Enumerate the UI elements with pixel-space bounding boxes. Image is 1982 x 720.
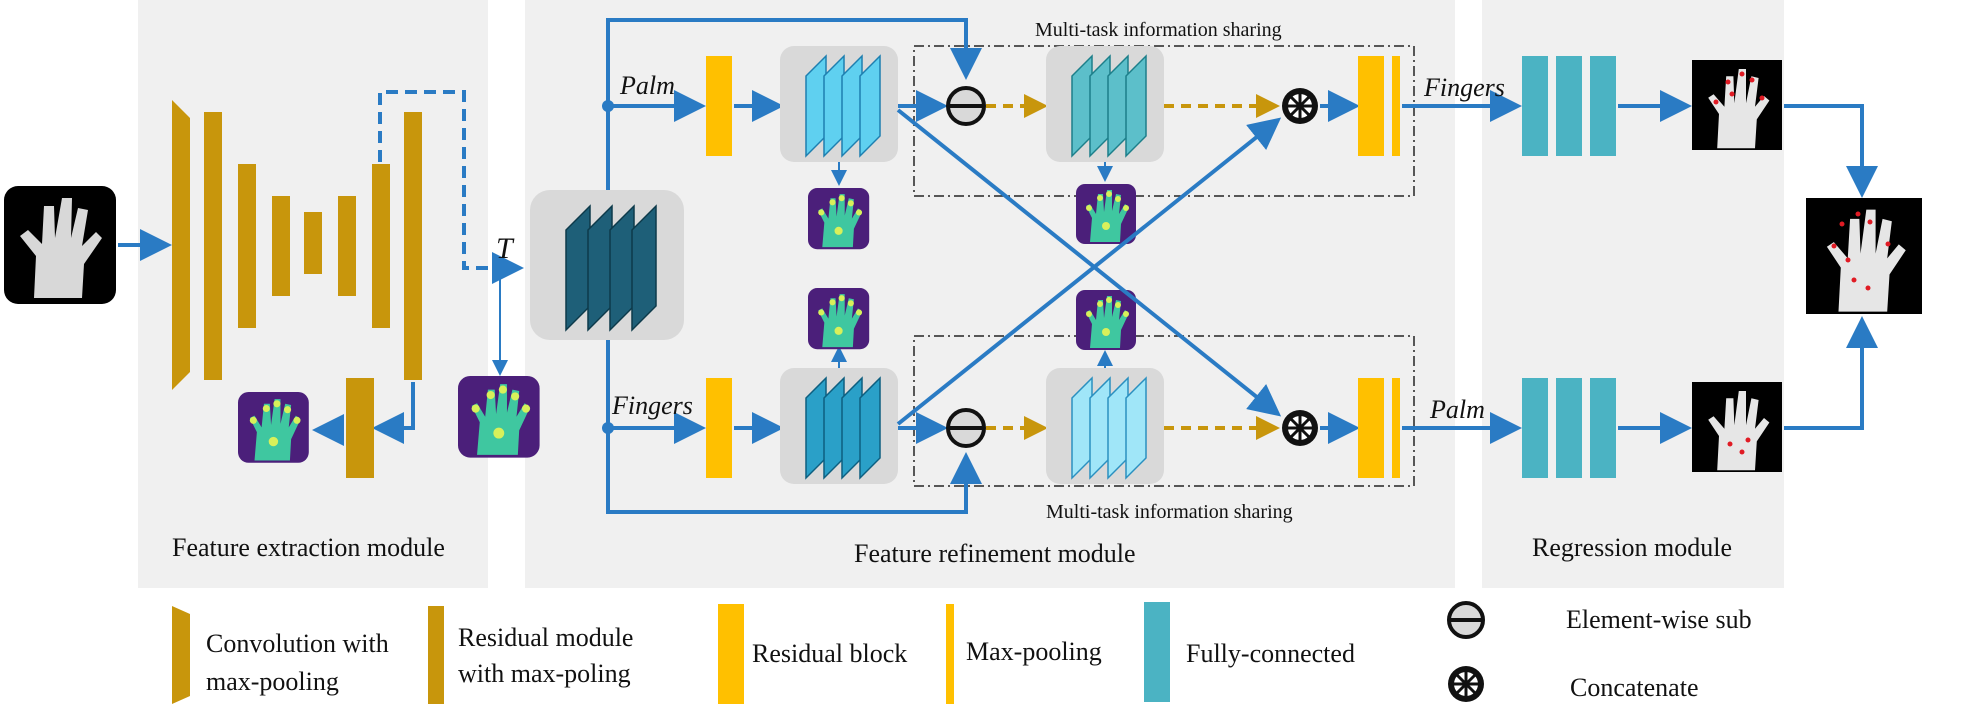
legend-sub-icon (1447, 601, 1485, 639)
fingers-feature-maps (805, 376, 881, 480)
cross-arrow-up (896, 117, 1282, 426)
legend: Convolution with max-pooling Residual mo… (172, 601, 1752, 704)
residual-block-out-top (1358, 56, 1384, 156)
sharing-label-bottom: Multi-task information sharing (1046, 501, 1293, 523)
feature-extraction-title: Feature extraction module (172, 533, 445, 562)
heatmap-refined-bottom (1076, 290, 1136, 350)
legend-conv-line2: max-pooling (206, 667, 339, 696)
legend-residual-module-line2: with max-poling (458, 659, 631, 688)
sharing-label-top: Multi-task information sharing (1035, 19, 1282, 41)
heatmap-t (458, 376, 540, 458)
decoder-to-residual-arrow (372, 382, 415, 444)
regression-title: Regression module (1532, 533, 1732, 562)
residual-block-bottom (706, 378, 732, 478)
heatmap-palm-top (808, 188, 870, 250)
fingers-out-label: Fingers (1423, 73, 1505, 102)
residual-block-top (706, 56, 732, 156)
legend-residual-block-label: Residual block (752, 639, 907, 668)
feature-refinement-title: Feature refinement module (854, 539, 1136, 568)
legend-maxpool-label: Max-pooling (966, 637, 1102, 666)
heatmap-fingers-bottom (808, 288, 870, 350)
shared-feature-maps (565, 204, 657, 332)
skip-dashed-arrow (378, 90, 524, 284)
feature-extraction-panel (138, 0, 488, 588)
fingers-keypoints-output (1692, 60, 1782, 150)
legend-fc-label: Fully-connected (1186, 639, 1355, 668)
legend-residual-block-swatch (718, 604, 744, 704)
legend-maxpool-swatch (946, 604, 954, 704)
t-label: T (496, 232, 515, 265)
element-wise-sub-bottom (946, 408, 986, 448)
refined-feature-maps-top (1071, 54, 1147, 158)
final-pose-output (1806, 198, 1922, 314)
input-depth-image (4, 186, 116, 304)
element-wise-sub-top (946, 86, 986, 126)
concatenate-bottom (1282, 410, 1318, 446)
legend-fc-swatch (1144, 602, 1170, 702)
legend-concat-label: Concatenate (1570, 673, 1699, 702)
residual-block-out-bottom (1358, 378, 1384, 478)
fingers-label: Fingers (611, 391, 693, 420)
fc-layers-top (1522, 56, 1616, 156)
palm-out-label: Palm (1429, 395, 1485, 424)
palm-feature-maps (805, 54, 881, 158)
legend-residual-module-line1: Residual module (458, 623, 633, 652)
legend-sub-label: Element-wise sub (1566, 605, 1752, 634)
maxpool-out-bottom (1392, 378, 1400, 478)
palm-keypoints-output (1692, 382, 1782, 472)
residual-module-bar (346, 378, 374, 478)
fc-layers-bottom (1522, 378, 1616, 478)
palm-label: Palm (619, 71, 675, 100)
heatmap-output-left (238, 392, 309, 463)
legend-conv-swatch (172, 606, 190, 704)
cross-arrow-down (896, 108, 1282, 417)
refined-feature-maps-bottom (1071, 376, 1147, 480)
concatenate-top (1282, 88, 1318, 124)
heatmap-refined-top (1076, 184, 1136, 244)
legend-conv-line1: Convolution with (206, 629, 389, 658)
legend-residual-module-swatch (428, 606, 444, 704)
legend-concat-icon (1448, 666, 1484, 702)
maxpool-out-top (1392, 56, 1400, 156)
conv-bars (172, 100, 422, 390)
